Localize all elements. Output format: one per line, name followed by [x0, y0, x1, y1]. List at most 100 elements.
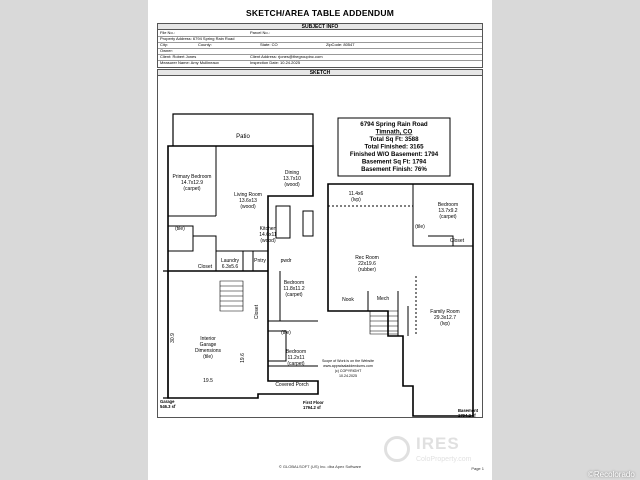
info-row: Property Address: 6794 Spring Rain Road: [158, 36, 482, 43]
family-room-label: Family Room: [430, 309, 459, 315]
patio-label: Patio: [236, 134, 250, 140]
floor-plan-drawing: 6794 Spring Rain Road Timnath, CO Total …: [160, 113, 479, 418]
kitchen-floor: (wood): [260, 238, 276, 244]
summary-basement-sqft: Basement Sq Ft: 1794: [362, 159, 427, 166]
scope-line3: (c) COPYRIGHT: [335, 369, 362, 373]
first-floor-outline: [167, 145, 319, 399]
subject-info-table: File No.: Parcel No.: Property Address: …: [157, 30, 483, 68]
owner: Owner:: [160, 48, 173, 53]
bedroom2-label: Bedroom: [284, 280, 304, 286]
summary-total-sqft: Total Sq Ft: 3588: [369, 136, 419, 143]
garage-area-sf: 546.3 sf: [160, 404, 176, 409]
bath-tile: (tile): [281, 330, 291, 336]
dining-label: Dining: [285, 170, 299, 176]
first-floor-area-sf: 1794.2 sf: [303, 405, 321, 410]
summary-finished-wo-basement: Finished W/O Basement: 1794: [350, 151, 439, 158]
scope-line4: 10.24.2025: [339, 374, 357, 378]
garage-bottom-dim: 19.5: [203, 378, 213, 384]
pantry-label: Pntry: [254, 258, 266, 264]
dining-dim: 13.7x10: [283, 176, 301, 182]
primary-bedroom-dim: 14.7x12.9: [181, 180, 203, 186]
garage-area-label: Garage: [160, 399, 175, 404]
info-row: Measurer Name: Amy Mullineaux Inspection…: [158, 60, 482, 66]
primary-bath-tile: (tile): [175, 226, 185, 232]
stair-closet-label: Closet: [254, 304, 260, 319]
wall: [428, 235, 454, 246]
state: State: CO: [260, 42, 278, 47]
dining-floor: (wood): [284, 182, 300, 188]
bedroom3-dim: 11.2x11: [287, 355, 304, 361]
info-row: Owner:: [158, 48, 482, 55]
sketch-area: 6794 Spring Rain Road Timnath, CO Total …: [157, 76, 483, 418]
ires-sub: ColoProperty.com: [416, 456, 472, 463]
kitchen-label: Kitchen: [260, 226, 277, 232]
city: City:: [160, 42, 168, 47]
basement-bedroom-dim: 13.7x9.2: [438, 208, 457, 214]
nook-label: Nook: [342, 297, 354, 303]
ires-brand: IRES: [416, 434, 460, 453]
rec-room-floor: (rubber): [358, 267, 376, 273]
zip-code: ZipCode: 80547: [326, 42, 355, 47]
storage-floor: (lvp): [351, 197, 361, 203]
garage-floor-label: (tile): [203, 354, 213, 360]
rec-room-dim: 22x19.6: [358, 261, 376, 267]
living-label: Living Room: [234, 192, 262, 198]
garage-dimensions-label: Dimensions: [195, 348, 222, 354]
summary-box: [337, 117, 451, 177]
powder-label: pwdr: [281, 258, 292, 264]
page-number: Page 1: [471, 466, 484, 471]
bedroom2-floor: (carpet): [285, 292, 303, 298]
basement-tile-label: (tile): [415, 224, 425, 230]
parcel-no: Parcel No.:: [250, 30, 270, 35]
garage-left-dim: 30.9: [170, 333, 176, 343]
summary-basement-finish: Basement Finish: 76%: [361, 166, 427, 173]
patio-outline: [172, 113, 314, 146]
mech-label: Mech: [377, 296, 389, 302]
wall: [168, 225, 194, 252]
wall: [268, 330, 287, 362]
inspection-date: Inspection Date: 10.24.2025: [250, 60, 301, 65]
closet-label: Closet: [198, 264, 213, 270]
sketch-header: SKETCH: [157, 69, 483, 76]
summary-city: Timnath, CO: [376, 129, 413, 136]
ires-logo-icon: [384, 436, 410, 462]
living-dim: 13.6x13: [239, 198, 257, 204]
kitchen-island: [275, 205, 291, 239]
living-floor: (wood): [240, 204, 256, 210]
covered-porch-label: Covered Porch: [275, 382, 309, 388]
family-room-floor: (lvp): [440, 321, 450, 327]
stairs-first-floor: [219, 280, 244, 312]
client-address: Client Address: rjones@thegroupinc.com: [250, 54, 323, 59]
garage-right-dim: 19.6: [240, 353, 246, 363]
recolorado-credit: ©Recolorado: [588, 470, 635, 479]
stairs-basement: [369, 310, 399, 335]
storage-dim: 11.4x6: [349, 191, 364, 197]
basement-closet-label: Closet: [450, 238, 465, 244]
primary-bedroom-floor: (carpet): [183, 186, 201, 192]
laundry-dim: 6.3x5.6: [222, 264, 239, 270]
ires-watermark: IRES ColoProperty.com: [380, 432, 508, 476]
primary-bedroom-label: Primary Bedroom: [173, 174, 212, 180]
scope-note: Scope of Work is on the Website www.appr…: [322, 359, 374, 378]
scope-line1: Scope of Work is on the Website: [322, 359, 374, 363]
wall: [193, 235, 217, 271]
garage-left-wall: [163, 270, 169, 399]
property-address: Property Address: 6794 Spring Rain Road: [160, 36, 235, 41]
subject-info-header: SUBJECT INFO: [157, 23, 483, 30]
page-title: SKETCH/AREA TABLE ADDENDUM: [246, 8, 394, 18]
summary-total-finished: Total Finished: 3165: [364, 144, 424, 151]
addendum-page: SKETCH/AREA TABLE ADDENDUM SUBJECT INFO …: [148, 0, 492, 480]
file-no: File No.:: [160, 30, 175, 35]
measurer: Measurer Name: Amy Mullineaux: [160, 60, 219, 65]
kitchen-dim: 14.6x11: [259, 232, 277, 238]
info-row: File No.: Parcel No.:: [158, 30, 482, 37]
garage-garage-label: Garage: [200, 342, 217, 348]
area-callouts: Garage 546.3 sf First Floor 1794.2 sf Ba…: [160, 399, 479, 418]
family-room-dim: 29.3x12.7: [434, 315, 456, 321]
kitchen-counter: [302, 210, 314, 237]
basement-bedroom-floor: (carpet): [439, 214, 457, 220]
rec-room-label: Rec Room: [355, 255, 379, 261]
scope-line2: www.appraisaladdendums.com: [323, 364, 373, 368]
summary-address: 6794 Spring Rain Road: [360, 121, 428, 128]
county: County:: [198, 42, 212, 47]
